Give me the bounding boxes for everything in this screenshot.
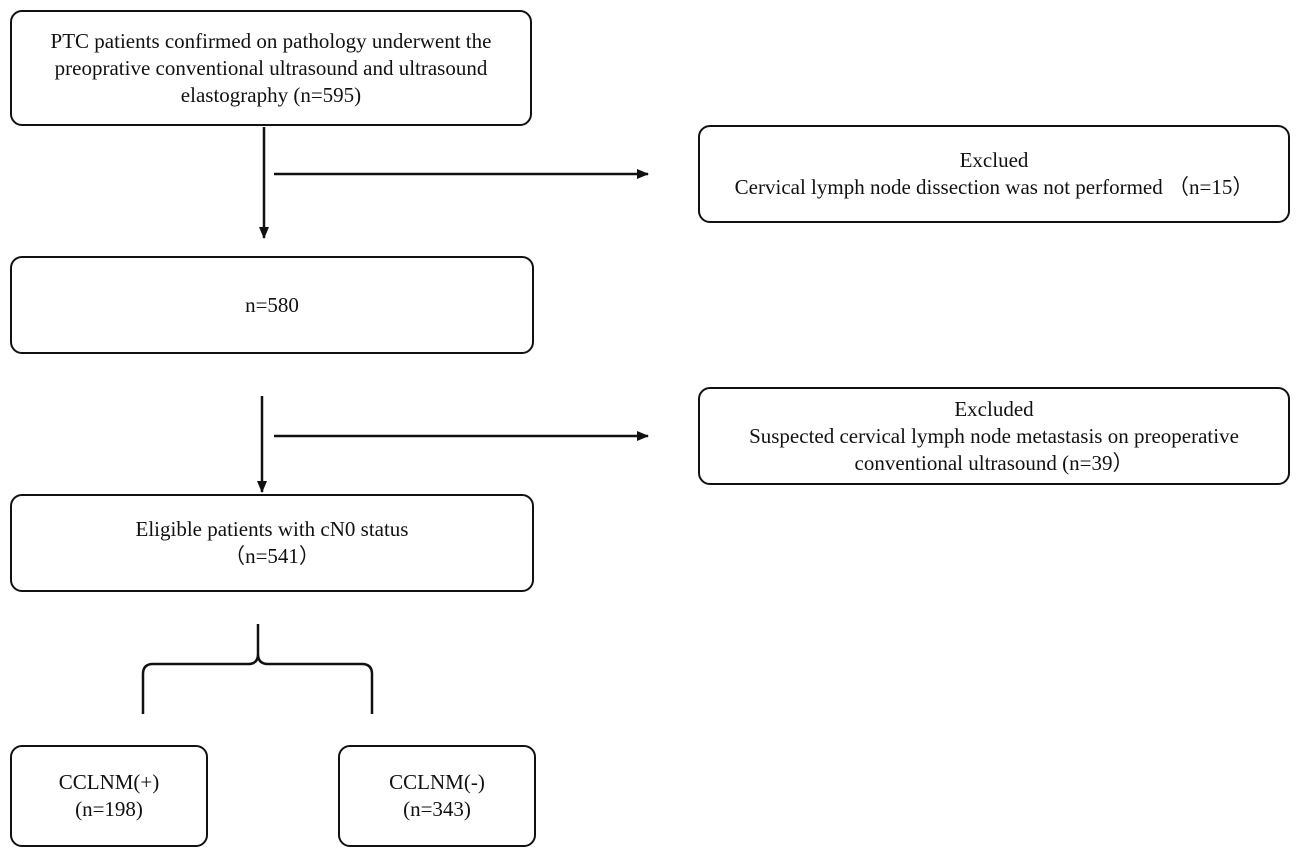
exclude2-title: Excluded	[954, 396, 1034, 421]
eligible-box: Eligible patients with cN0 status （n=541…	[10, 494, 534, 592]
positive-box: CCLNM(+) (n=198)	[10, 745, 208, 847]
exclude2-reason-1: Suspected cervical lymph node metastasis…	[749, 423, 1239, 448]
split-brace	[141, 624, 374, 714]
exclude1-box: Exclued Cervical lymph node dissection w…	[698, 125, 1290, 223]
exclude1-title: Exclued	[959, 148, 1029, 172]
exclude2-box: Excluded Suspected cervical lymph node m…	[698, 387, 1290, 485]
eligible-title: Eligible patients with cN0 status	[135, 517, 409, 541]
negative-title: CCLNM(-)	[389, 770, 485, 794]
n580-box: n=580	[10, 256, 534, 354]
start-line-2: preoprative conventional ultrasound and …	[54, 55, 488, 80]
exclude1-reason: Cervical lymph node dissection was not p…	[734, 175, 1254, 199]
positive-title: CCLNM(+)	[58, 770, 160, 794]
positive-count: (n=198)	[75, 797, 143, 821]
n580-label: n=580	[245, 292, 299, 317]
eligible-count: （n=541）	[224, 544, 320, 568]
start-line-3: elastography (n=595)	[180, 82, 362, 107]
start-line-1: PTC patients confirmed on pathology unde…	[50, 28, 492, 53]
negative-count: (n=343)	[403, 797, 471, 821]
start-box: PTC patients confirmed on pathology unde…	[10, 10, 532, 126]
negative-box: CCLNM(-) (n=343)	[338, 745, 536, 847]
exclude2-reason-2: conventional ultrasound (n=39）	[854, 450, 1134, 475]
